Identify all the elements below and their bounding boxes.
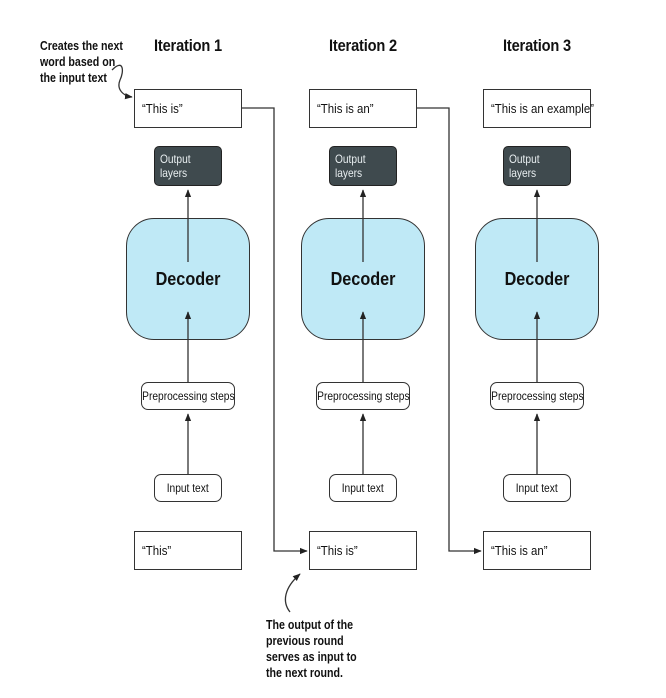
iteration-1-preprocessing-steps: Preprocessing steps: [141, 382, 235, 410]
iteration-2-preprocessing-steps: Preprocessing steps: [316, 382, 410, 410]
iteration-1-input-text: “This”: [134, 531, 242, 570]
connector-iter1-output-to-iter2-input: [242, 107, 308, 555]
iteration-3-preprocessing-steps: Preprocessing steps: [490, 382, 584, 410]
annotation-pointer-top: [111, 64, 133, 100]
iteration-2-output-text: “This is an”: [309, 89, 417, 128]
iteration-3-output-text: “This is an example”: [483, 89, 594, 128]
iteration-3-title: Iteration 3: [503, 36, 571, 55]
annotation-next-word: Creates the next word based on the input…: [40, 38, 123, 85]
iteration-3-input-text-label: Input text: [503, 474, 571, 502]
iteration-1-title: Iteration 1: [154, 36, 222, 55]
iteration-2-output-layers: Output layers: [329, 146, 397, 186]
iteration-3-output-layers: Output layers: [503, 146, 571, 186]
connector-iter2-output-to-iter3-input: [417, 107, 482, 555]
iteration-2-input-text: “This is”: [309, 531, 417, 570]
annotation-output-feeds-input: The output of the previous round serves …: [266, 617, 357, 680]
iteration-2-input-text-label: Input text: [329, 474, 397, 502]
annotation-pointer-bottom: [284, 573, 301, 613]
iteration-2-title: Iteration 2: [329, 36, 397, 55]
iteration-1-output-layers: Output layers: [154, 146, 222, 186]
iteration-1-output-text: “This is”: [134, 89, 242, 128]
iteration-3-input-text: “This is an”: [483, 531, 591, 570]
iteration-1-input-text-label: Input text: [154, 474, 222, 502]
